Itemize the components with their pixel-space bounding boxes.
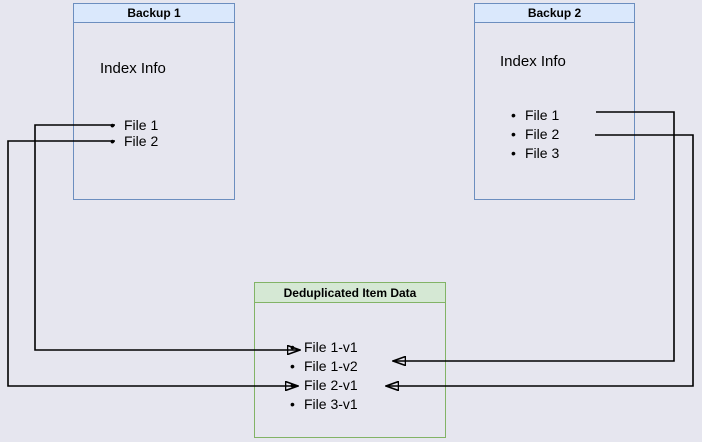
backup1-file-list: File 1 File 2	[110, 117, 158, 149]
dedup-item-file1-v2: File 1-v2	[290, 357, 358, 376]
backup2-title: Backup 2	[527, 6, 582, 20]
backup1-file-2: File 2	[110, 133, 158, 149]
backup1-file-1: File 1	[110, 117, 158, 133]
dedup-item-file2-v1: File 2-v1	[290, 376, 358, 395]
backup2-file-2: File 2	[511, 125, 559, 144]
backup1-title: Backup 1	[127, 6, 181, 20]
dedup-title: Deduplicated Item Data	[283, 285, 417, 300]
backup2-header: Backup 2	[475, 4, 634, 23]
backup2-container: Backup 2	[474, 3, 635, 200]
dedup-item-list: File 1-v1 File 1-v2 File 2-v1 File 3-v1	[290, 338, 358, 414]
backup1-container: Backup 1	[73, 3, 235, 200]
backup2-file-1: File 1	[511, 106, 559, 125]
backup1-header: Backup 1	[74, 4, 234, 23]
dedup-item-file3-v1: File 3-v1	[290, 395, 358, 414]
backup2-file-list: File 1 File 2 File 3	[511, 106, 559, 163]
backup2-index-info-label: Index Info	[500, 53, 566, 70]
dedup-item-file1-v1: File 1-v1	[290, 338, 358, 357]
backup2-file-3: File 3	[511, 144, 559, 163]
dedup-header: Deduplicated Item Data	[255, 283, 445, 303]
backup1-index-info-label: Index Info	[100, 60, 166, 77]
